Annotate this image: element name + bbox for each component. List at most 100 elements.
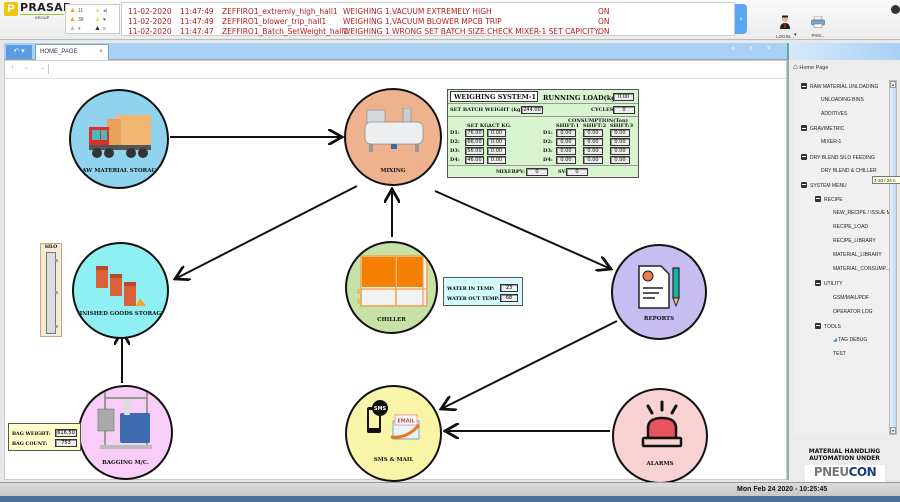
sidebar-item-label: DRY BLEND SILO FEEDING: [810, 154, 875, 161]
divider: [448, 103, 638, 104]
sidebar-item[interactable]: GRAVIMETRIC: [801, 125, 844, 132]
collapse-icon[interactable]: [801, 125, 807, 132]
node-bagging-machine[interactable]: BAGGING M/C.: [78, 385, 173, 480]
silo-storage-icon: [96, 266, 146, 306]
set-batch-label: SET BATCH WEIGHT (kg):: [450, 107, 525, 113]
user-icon: [780, 15, 790, 29]
sidebar-item-label: RECIPE_LOAD: [833, 224, 869, 230]
sidebar-item-label: NEW_RECIPE / ISSUE M...: [833, 209, 895, 216]
collapse-icon[interactable]: [815, 322, 821, 329]
sidebar-item[interactable]: OPERATOR LOG: [833, 309, 873, 315]
node-chiller[interactable]: CHILLER: [345, 241, 438, 334]
act-kg-value: 0.00: [487, 129, 506, 137]
warning-icon[interactable]: ▲11: [69, 7, 84, 14]
home-page-link[interactable]: ⌂ Home Page: [793, 62, 828, 71]
node-label: RAW MATERIAL STORAGE: [77, 168, 161, 174]
node-mixing[interactable]: MIXING: [344, 88, 442, 186]
water-out-label: WATER OUT TEMP:: [447, 296, 500, 302]
sidebar-item[interactable]: UTILITY: [815, 280, 843, 287]
tab-bar: ↶ ▾ HOME_PAGE × « » ˅: [4, 43, 787, 60]
tab-scroll-buttons[interactable]: « » ˅: [731, 45, 777, 52]
login-dropdown-icon[interactable]: ▾: [794, 32, 797, 38]
shift-consumption-value: 0.00: [610, 129, 630, 137]
sidebar-item[interactable]: DRY BLEND & CHILLER: [821, 168, 877, 174]
node-alarms[interactable]: ALARMS: [612, 388, 708, 484]
flow-arrows: [5, 61, 618, 481]
sidebar-item[interactable]: MIXER-1: [821, 139, 841, 145]
sidebar-item[interactable]: UNLOADING BINS: [821, 97, 864, 103]
sidebar-item-label: SYSTEM MENU: [810, 182, 847, 189]
weighing-system-panel: WEIGHING SYSTEM-1 RUNNING LOAD(kg): 0.00…: [447, 89, 639, 178]
node-finished-goods-storage[interactable]: FINISHED GOODS STORAGE: [72, 242, 169, 339]
warning-icon[interactable]: ▲38: [69, 16, 84, 23]
sidebar-item[interactable]: RECIPE_LOAD: [833, 224, 868, 230]
alarm-list[interactable]: 11-02-2020 11:47:49 ZEFFIRO1_extremly_hi…: [121, 2, 735, 36]
sidebar-item[interactable]: NEW_RECIPE / ISSUE M...: [833, 210, 895, 216]
set-kg-value: 66.00: [465, 138, 484, 146]
bag-count-value: 753: [55, 439, 77, 447]
shift-consumption-value: 0.00: [556, 156, 576, 164]
navigation-arrows[interactable]: ↑ ← →: [11, 65, 50, 71]
sidebar-item-label: MIXER-1: [821, 139, 842, 146]
node-label: REPORTS: [643, 316, 675, 322]
collapse-icon[interactable]: [815, 280, 821, 287]
warning-icon[interactable]: ▲x: [69, 25, 81, 32]
sidebar-item[interactable]: MATERIAL_LIBRARY: [833, 252, 882, 258]
tooltip: 1-20 / 24 n: [872, 176, 900, 184]
report-document-icon: [638, 265, 680, 309]
silo-panel[interactable]: SILO: [40, 243, 62, 337]
sidebar-item[interactable]: RECIPE: [815, 195, 843, 203]
taskbar: [0, 496, 900, 502]
cycles-label: CYCLES:: [591, 107, 616, 113]
collapse-icon[interactable]: [801, 153, 807, 160]
water-out-value: 68: [500, 294, 518, 302]
water-in-value: 23: [500, 284, 518, 292]
sidebar-item-label: GSM/MAIL/PDF: [833, 294, 869, 301]
close-tab-icon[interactable]: ×: [99, 49, 103, 55]
node-reports[interactable]: REPORTS: [611, 244, 707, 340]
tab-home-page[interactable]: HOME_PAGE ×: [35, 44, 109, 60]
consumption-header: CONSUMPTION(Ton): [568, 118, 629, 124]
arrow-mixing-to-finished: [175, 185, 358, 279]
tab-menu-button[interactable]: ↶ ▾: [6, 45, 32, 59]
sidebar-item[interactable]: MATERIAL_CONSUMP...: [833, 266, 890, 272]
water-in-label: WATER IN TEMP:: [447, 286, 495, 292]
navigation-tree: RAW MATERIAL UNLOADING UNLOADING BINS ADDI…: [793, 80, 895, 435]
sms-mail-icon: SMS EMAIL: [367, 400, 421, 440]
silence-icon[interactable]: ▲≡: [94, 25, 106, 32]
sidebar-item-label: TAG DEBUG: [838, 336, 868, 343]
sidebar-item[interactable]: TEST: [833, 351, 846, 357]
mixer-pv-value: 0: [526, 168, 548, 176]
scroll-down-button[interactable]: ▾: [890, 427, 896, 434]
shift-consumption-value: 0.00: [583, 138, 603, 146]
sidebar-item[interactable]: ADDITIVES: [821, 111, 847, 117]
sidebar-item[interactable]: ◢ TAG DEBUG: [833, 337, 867, 343]
truck-icon: [89, 115, 151, 158]
collapse-icon[interactable]: [815, 195, 821, 202]
sidebar-item[interactable]: TOOLS: [815, 322, 841, 330]
node-label: MIXING: [380, 168, 406, 174]
window-control-icon[interactable]: [891, 5, 900, 14]
sidebar-item[interactable]: DRY BLEND SILO FEEDING: [801, 153, 875, 161]
logo-sub: GROUP: [20, 14, 64, 20]
collapse-icon[interactable]: [801, 83, 807, 89]
running-load-label: RUNNING LOAD(kg):: [543, 94, 622, 102]
sidebar-item-label: GRAVIMETRIC: [810, 126, 845, 133]
top-bar: P PRASAD GROUP ▲11 ▲38 ▲x ▲◂) ▲♥ ▲≡ 11-0…: [0, 0, 900, 40]
bag-weight-value: 616.50: [55, 429, 77, 437]
sidebar-item[interactable]: GSM/MAIL/PDF: [833, 295, 869, 301]
sidebar-item[interactable]: RECIPE_LIBRARY: [833, 238, 876, 244]
print-button[interactable]: Print...: [803, 15, 833, 38]
sidebar-item[interactable]: RAW MATERIAL UNLOADING: [801, 83, 878, 90]
node-sms-mail[interactable]: SMS EMAIL SMS & MAIL: [345, 385, 442, 482]
bag-weight-label: BAG WEIGHT:: [12, 431, 51, 437]
scroll-up-button[interactable]: ▴: [890, 81, 896, 88]
sound-icon[interactable]: ▲◂): [94, 7, 108, 14]
sidebar-item[interactable]: SYSTEM MENU: [801, 181, 847, 189]
tree-scrollbar[interactable]: ▴ ▾: [889, 80, 897, 435]
ack-icon[interactable]: ▲♥: [94, 16, 106, 23]
alarm-expand-button[interactable]: ›: [735, 4, 747, 34]
login-button[interactable]: LOGIN...: [765, 15, 805, 39]
collapse-icon[interactable]: [801, 181, 807, 188]
node-raw-material-storage[interactable]: RAW MATERIAL STORAGE: [69, 89, 169, 189]
